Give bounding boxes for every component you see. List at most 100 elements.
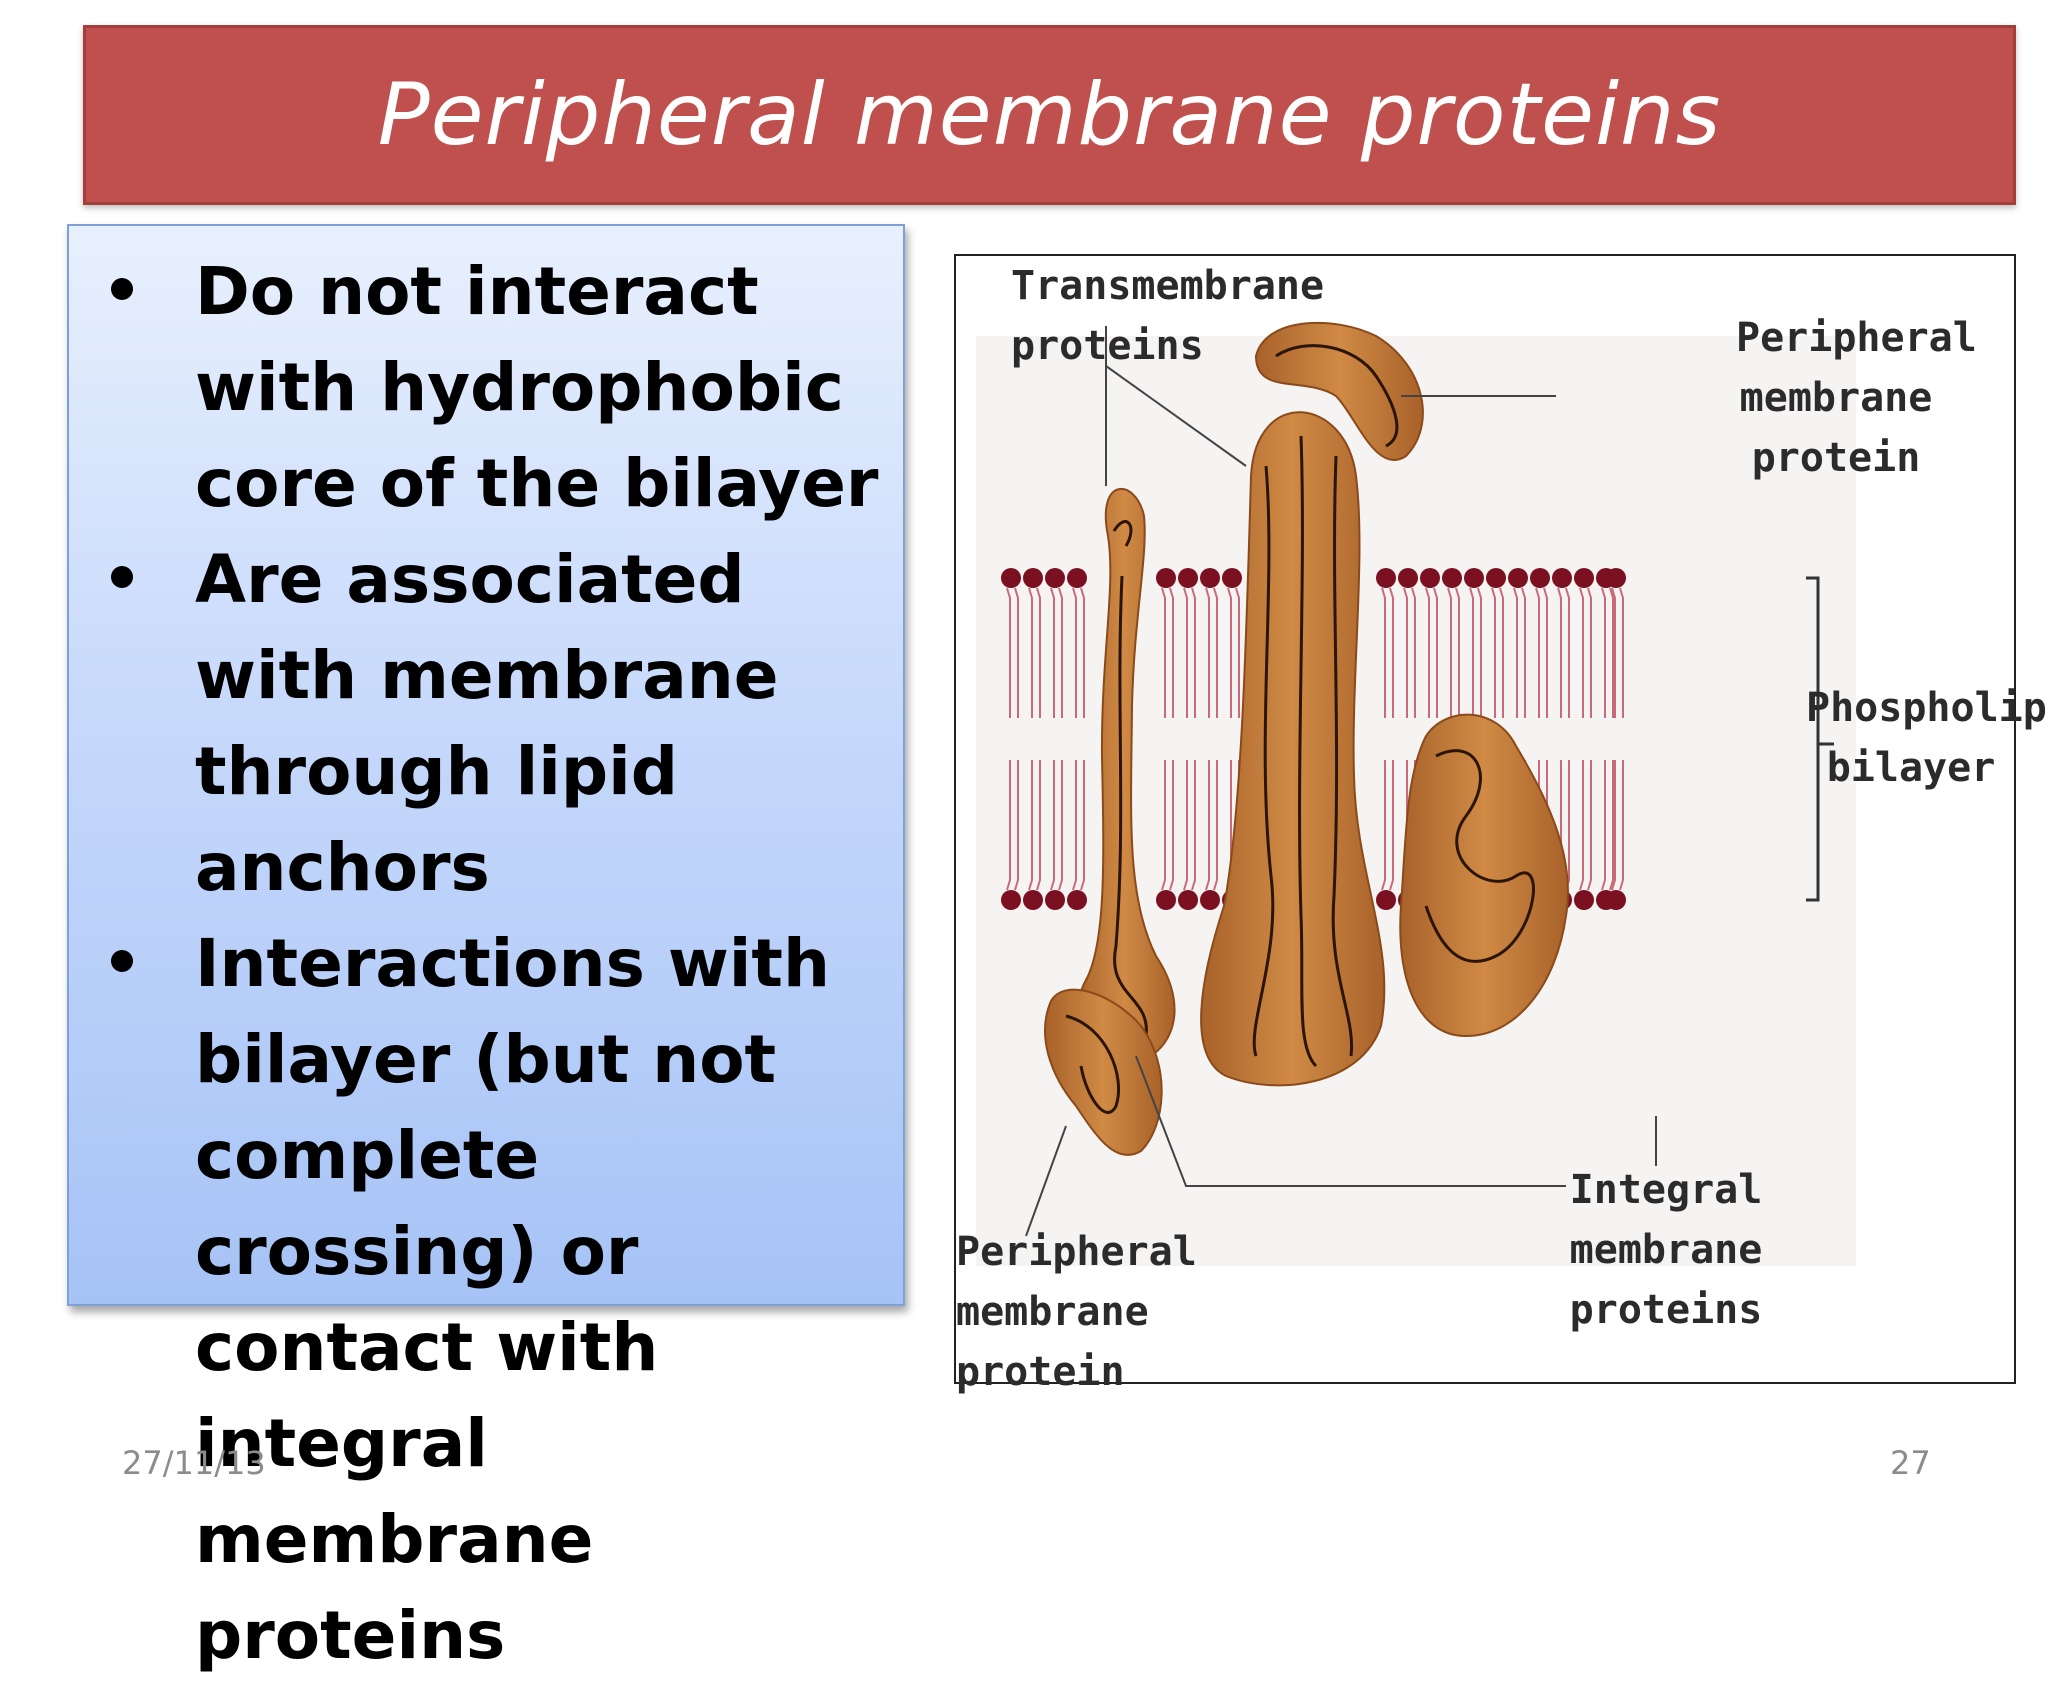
lipid-tail (1058, 587, 1063, 718)
lipid-head (1606, 890, 1626, 910)
bullet-dot-icon (111, 566, 133, 588)
membrane-figure: Transmembrane proteins Peripheral membra… (954, 254, 2048, 1395)
lipid-head (1067, 568, 1087, 588)
lipid-tail (1411, 587, 1416, 718)
lipid-head (1398, 568, 1418, 588)
lipid-tail (1205, 587, 1210, 718)
lipid-tail (1619, 760, 1624, 891)
transmembrane-protein-center (1200, 411, 1386, 1087)
lipid-heads (1001, 568, 1626, 910)
lipid-tail (1433, 587, 1438, 718)
lipid-tail (1235, 587, 1240, 718)
lipid-tail (1565, 587, 1570, 718)
lipid-head (1420, 568, 1440, 588)
lipid-tail (1227, 587, 1232, 718)
lipid-head (1464, 568, 1484, 588)
lipid-tail (1499, 587, 1504, 718)
lipid-tail (1403, 587, 1408, 718)
title-bar: Peripheral membrane proteins (83, 25, 2016, 205)
lipid-head (1442, 568, 1462, 588)
lipid-tail (1050, 760, 1055, 891)
lipid-tail (1579, 587, 1584, 718)
peripheral-protein-top (1254, 321, 1424, 461)
membrane-diagram (976, 321, 1856, 1266)
lipid-tail (1565, 760, 1570, 891)
footer-date: 27/11/13 (122, 1444, 266, 1482)
lipid-head (1552, 568, 1572, 588)
lipid-tail (1579, 760, 1584, 891)
lipid-head (1200, 568, 1220, 588)
label-transmembrane-proteins: Transmembrane proteins (1011, 263, 1325, 369)
protein-fold-line (1065, 1014, 1121, 1114)
lipid-head (1574, 890, 1594, 910)
lipid-head (1606, 568, 1626, 588)
label-peripheral-protein-bottom: Peripheral membrane protein (956, 1229, 1197, 1395)
bullet-dot-icon (111, 278, 133, 300)
lipid-tail (1161, 760, 1166, 891)
bullet-text: Interactions with bilayer (but not compl… (195, 925, 830, 1674)
lipid-tail (1447, 587, 1452, 718)
lipid-head (1200, 890, 1220, 910)
lipid-tail (1389, 760, 1394, 891)
bullet-text: Do not interact with hydrophobic core of… (195, 253, 879, 522)
lipid-head (1156, 568, 1176, 588)
leader-line (1105, 365, 1247, 467)
lipid-tail (1543, 587, 1548, 718)
lipid-tail (1183, 587, 1188, 718)
bullet-text: Are associated with membrane through lip… (195, 541, 779, 906)
lipid-head (1486, 568, 1506, 588)
lipid-head (1001, 890, 1021, 910)
lipid-tail (1557, 587, 1562, 718)
lipid-tail (1191, 587, 1196, 718)
lipid-tail (1609, 587, 1614, 718)
lipid-tail (1183, 760, 1188, 891)
lipid-head (1023, 568, 1043, 588)
lipid-head (1067, 890, 1087, 910)
lipid-tail (1036, 587, 1041, 718)
lipid-head (1222, 568, 1242, 588)
lipid-tail (1521, 587, 1526, 718)
lipid-tail (1169, 760, 1174, 891)
lipid-head (1530, 568, 1550, 588)
lipid-head (1178, 568, 1198, 588)
lipid-tail (1425, 587, 1430, 718)
lipid-tail (1169, 587, 1174, 718)
lipid-tail (1381, 587, 1386, 718)
lipid-tail (1587, 587, 1592, 718)
integral-protein-right (1399, 713, 1569, 1038)
lipid-tail (1028, 587, 1033, 718)
lipid-tail (1080, 760, 1085, 891)
lipid-head (1376, 890, 1396, 910)
lipid-head (1178, 890, 1198, 910)
lipid-tail (1491, 587, 1496, 718)
lipid-tail (1619, 587, 1624, 718)
peripheral-protein-bottom (1044, 988, 1163, 1156)
lipid-tail (1050, 587, 1055, 718)
bullet-item: Interactions with bilayer (but not compl… (89, 916, 883, 1684)
lipid-tail (1601, 760, 1606, 891)
label-integral-proteins: Integral membrane proteins (1569, 1167, 1763, 1333)
transmembrane-protein-left (1072, 488, 1176, 1068)
lipid-tail (1006, 760, 1011, 891)
protein-fold-line (1275, 344, 1399, 448)
footer-page-number: 27 (1890, 1444, 1931, 1482)
label-peripheral-protein-top: Peripheral membrane protein (1736, 315, 1977, 481)
lipid-tail (1535, 587, 1540, 718)
leader-line (1025, 1125, 1067, 1237)
lipid-tail (1072, 760, 1077, 891)
lipid-tail (1028, 760, 1033, 891)
lipid-head (1376, 568, 1396, 588)
lipid-tail (1609, 760, 1614, 891)
lipid-tail (1469, 587, 1474, 718)
protein-fold-line (1424, 749, 1535, 963)
lipid-tail (1080, 587, 1085, 718)
lipid-head (1045, 568, 1065, 588)
lipid-tail (1455, 587, 1460, 718)
lipid-tail (1058, 760, 1063, 891)
lipid-tail (1014, 587, 1019, 718)
lipid-tail (1006, 587, 1011, 718)
label-phospholipid-bilayer: Phospholipid bilayer (1806, 685, 2048, 791)
lipid-tail (1611, 760, 1616, 891)
slide-title: Peripheral membrane proteins (377, 65, 1722, 165)
lipid-head (1156, 890, 1176, 910)
